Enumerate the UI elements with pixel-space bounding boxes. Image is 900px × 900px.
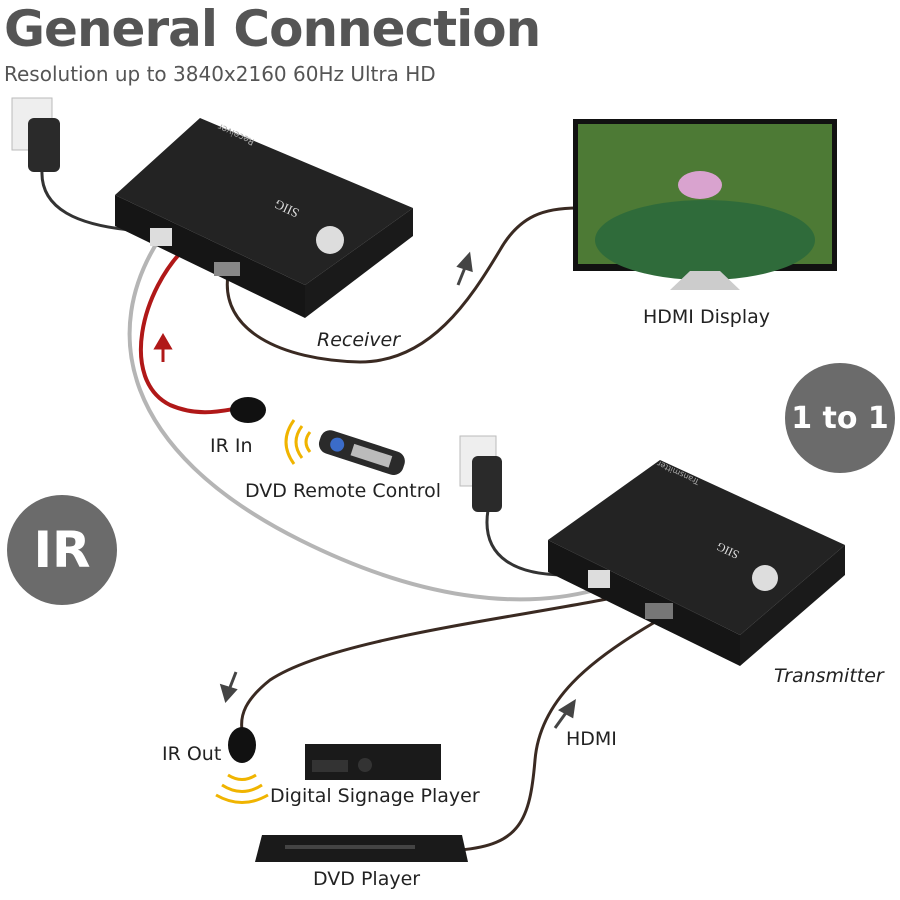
transmitter-hdmi-cable bbox=[459, 620, 656, 852]
ethernet-cable bbox=[127, 236, 596, 602]
ir-waves-icon bbox=[215, 773, 269, 804]
wall-outlet-icon bbox=[11, 97, 60, 172]
wall-outlet-icon bbox=[459, 435, 502, 512]
ir-out-cable bbox=[240, 596, 613, 731]
dvd-remote-label: DVD Remote Control bbox=[245, 480, 441, 502]
dvd-player bbox=[255, 835, 468, 862]
transmitter-device: SIIG Transmitter bbox=[548, 459, 845, 666]
arrow-up-icon bbox=[153, 333, 173, 362]
hdmi-display-label: HDMI Display bbox=[643, 306, 770, 328]
hdmi-display bbox=[573, 119, 837, 290]
hdmi-label: HDMI bbox=[566, 728, 617, 750]
receiver-power-cable bbox=[40, 169, 131, 232]
receiver-label: Receiver bbox=[317, 329, 401, 351]
ir-in-cable bbox=[138, 243, 241, 415]
dvd-remote-icon bbox=[318, 430, 405, 476]
arrow-up-right-icon bbox=[553, 699, 576, 729]
dvd-player-label: DVD Player bbox=[313, 868, 421, 890]
transmitter-label: Transmitter bbox=[774, 665, 884, 687]
receiver-device: SIIG Receiver bbox=[115, 118, 413, 318]
ir-waves-icon bbox=[284, 419, 312, 465]
arrow-down-left-icon bbox=[219, 671, 238, 704]
mode-badge: 1 to 1 bbox=[785, 363, 895, 473]
digital-signage-player bbox=[305, 744, 441, 780]
ir-in-sensor bbox=[230, 397, 266, 423]
page-title: General Connection bbox=[4, 0, 541, 58]
ir-out-label: IR Out bbox=[162, 743, 222, 765]
signage-player-label: Digital Signage Player bbox=[270, 785, 480, 807]
transmitter-power-cable bbox=[485, 509, 566, 577]
ir-in-label: IR In bbox=[210, 435, 253, 457]
page-subtitle: Resolution up to 3840x2160 60Hz Ultra HD bbox=[4, 62, 436, 86]
receiver-hdmi-cable bbox=[225, 206, 579, 364]
ir-out-emitter bbox=[228, 727, 256, 763]
ir-badge: IR bbox=[7, 495, 117, 605]
arrow-up-right-icon bbox=[456, 251, 473, 286]
